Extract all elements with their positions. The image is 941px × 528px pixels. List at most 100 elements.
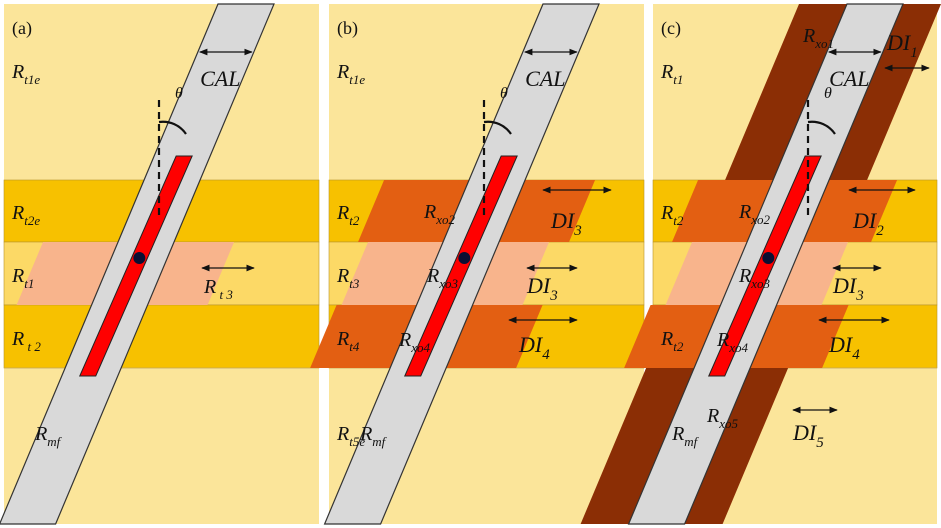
zone-label-di1-main: DI: [886, 30, 912, 55]
mud-resistivity-label: Rmf: [34, 423, 63, 449]
resistivity-label-layer2-sub: t1: [24, 276, 34, 291]
logging-tool: [707, 155, 822, 377]
mud-resistivity-label: Rmf: [359, 423, 388, 449]
zone-label-rxo2: Rxo2: [738, 201, 770, 227]
resistivity-label-top-main: R: [336, 61, 349, 83]
resistivity-label-top: Rt1: [660, 61, 683, 87]
resistivity-label-layer1-sub: t2e: [24, 213, 40, 228]
zone-label-rxo4-main: R: [716, 329, 729, 351]
resistivity-label-layer1-main: R: [336, 202, 349, 224]
resistivity-label-layer3-main: R: [336, 328, 349, 350]
caliper-label: CAL: [829, 66, 869, 91]
zone-label-rt3-sub: t 3: [216, 287, 233, 302]
zone-label-rxo3-main: R: [426, 265, 439, 287]
zone-label-di3-top: DI3: [550, 208, 582, 239]
zone-label-di3-top-main: DI: [550, 208, 576, 233]
dip-angle-arc: [807, 120, 836, 135]
resistivity-label-layer1-main: R: [660, 202, 673, 224]
dip-angle-arc: [158, 120, 187, 135]
zone-label-di1-sub: 1: [910, 45, 918, 61]
resistivity-label-layer2-main: R: [336, 265, 349, 287]
resistivity-label-layer3: R t 2: [11, 328, 41, 354]
resistivity-label-layer3: Rt4: [336, 328, 360, 354]
caliper-label: CAL: [200, 66, 240, 91]
resistivity-label-top: Rt1e: [11, 61, 40, 87]
mud-resistivity-label-sub: mf: [47, 434, 62, 449]
zone-label-rxo2-sub: xo2: [750, 212, 770, 227]
tool-center-point: [762, 252, 775, 264]
dip-angle-label: θ: [824, 85, 832, 102]
zone-label-di3-sub: 3: [855, 288, 864, 304]
zone-label-rxo2-main: R: [423, 201, 436, 223]
resistivity-label-layer1-sub: t2: [349, 213, 360, 228]
resistivity-label-top: Rt1e: [336, 61, 365, 87]
zone-label-rxo3-sub: xo3: [750, 276, 770, 291]
resistivity-label-layer1: Rt2e: [11, 202, 40, 228]
resistivity-label-top-main: R: [660, 61, 673, 83]
zone-label-rt3-main: R: [203, 276, 216, 298]
resistivity-label-layer3-main: R: [660, 328, 673, 350]
resistivity-label-top-sub: t1: [673, 72, 683, 87]
resistivity-label-layer2-sub: t3: [349, 276, 360, 291]
zone-label-di2-sub: 2: [876, 223, 884, 239]
zone-label-rxo3: Rxo3: [738, 265, 770, 291]
resistivity-label-layer3-sub: t2: [673, 339, 684, 354]
resistivity-label-layer1: Rt2: [336, 202, 360, 228]
mud-resistivity-label-sub: mf: [372, 434, 387, 449]
resistivity-label-bottom-sub: t5e: [349, 434, 365, 449]
zone-label-rxo2-sub: xo2: [435, 212, 455, 227]
zone-label-rxo2-main: R: [738, 201, 751, 223]
zone-label-rxo3-main: R: [738, 265, 751, 287]
zone-label-rxo4-sub: xo4: [410, 340, 430, 355]
zone-label-rxo5-sub: xo5: [718, 416, 738, 431]
panel-label: (a): [12, 18, 32, 39]
zone-label-rxo1-sub: xo1: [814, 36, 834, 51]
zone-label-rxo4: Rxo4: [716, 329, 748, 355]
resistivity-label-layer1: Rt2: [660, 202, 684, 228]
zone-label-di3: DI3: [832, 273, 864, 304]
zone-label-di5: DI5: [792, 420, 824, 451]
resistivity-label-layer2-main: R: [11, 265, 24, 287]
zone-label-di3-top-sub: 3: [573, 223, 582, 239]
zone-label-rxo4: Rxo4: [398, 329, 430, 355]
zone-label-di3-mid: DI3: [526, 273, 558, 304]
mud-resistivity-label-main: R: [359, 423, 372, 445]
resistivity-label-top-sub: t1e: [24, 72, 40, 87]
logging-tool: [78, 155, 193, 377]
resistivity-label-layer2: Rt3: [336, 265, 360, 291]
zone-label-rt3: R t 3: [203, 276, 233, 302]
resistivity-label-layer3-sub: t4: [349, 339, 360, 354]
panel-label: (b): [337, 18, 358, 39]
zone-label-di4-main: DI: [518, 332, 544, 357]
dip-angle-arc: [483, 120, 512, 135]
zone-label-di2-main: DI: [852, 208, 878, 233]
zone-label-di4: DI4: [518, 332, 550, 363]
dip-angle-label: θ: [175, 85, 183, 102]
zone-label-di5-main: DI: [792, 420, 818, 445]
panel-b: θCAL(b)Rt1eRt2Rt3Rt4Rt5eRmfRxo2Rxo3Rxo4D…: [310, 3, 645, 525]
mud-resistivity-label-sub: mf: [684, 434, 699, 449]
resistivity-label-layer3: Rt2: [660, 328, 684, 354]
zone-label-di2: DI2: [852, 208, 884, 239]
zone-label-rxo1-main: R: [802, 25, 815, 47]
zone-label-rxo1: Rxo1: [802, 25, 834, 51]
zone-label-rxo5-main: R: [706, 405, 719, 427]
resistivity-label-layer3-main: R: [11, 328, 24, 350]
resistivity-label-layer1-main: R: [11, 202, 24, 224]
zone-label-di4-sub: 4: [542, 347, 550, 363]
resistivity-label-bottom-main: R: [336, 423, 349, 445]
resistivity-label-top-main: R: [11, 61, 24, 83]
zone-label-di3-mid-main: DI: [526, 273, 552, 298]
zone-label-rxo4-main: R: [398, 329, 411, 351]
zone-label-di3-mid-sub: 3: [549, 288, 558, 304]
zone-label-di4: DI4: [828, 332, 860, 363]
resistivity-label-bottom: Rt5e: [336, 423, 365, 449]
zone-label-di4-sub: 4: [852, 347, 860, 363]
resistivity-label-layer1-sub: t2: [673, 213, 684, 228]
mud-resistivity-label: Rmf: [671, 423, 700, 449]
zone-label-di1: DI1: [886, 30, 918, 61]
zone-label-di4-main: DI: [828, 332, 854, 357]
